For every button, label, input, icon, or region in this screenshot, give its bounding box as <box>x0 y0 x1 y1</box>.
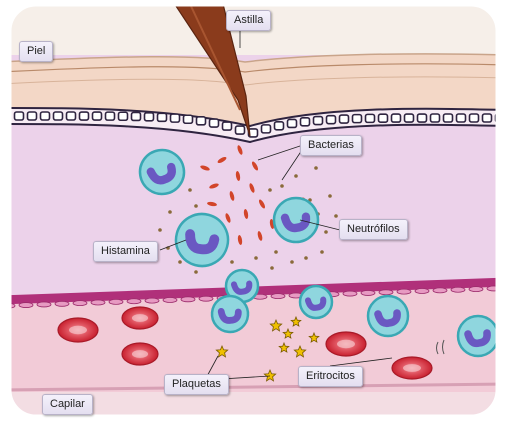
wall-cell <box>361 290 375 295</box>
wall-cell <box>181 297 195 302</box>
neutrophil <box>300 286 332 318</box>
wall-cell <box>379 290 393 295</box>
erythrocyte <box>58 318 98 342</box>
histamine-granule <box>334 214 338 218</box>
label-capilar: Capilar <box>42 394 93 415</box>
epidermis-cell <box>470 114 479 122</box>
epidermis-cell <box>210 119 219 127</box>
histamine-granule <box>274 250 278 254</box>
wall-cell <box>343 291 357 296</box>
epidermis-cell <box>314 117 323 125</box>
epidermis-cell <box>340 115 349 123</box>
histamine-granule <box>168 210 172 214</box>
epidermis-cell <box>54 112 63 120</box>
histamine-granule <box>194 204 198 208</box>
wall-cell <box>271 294 285 299</box>
label-bacterias: Bacterias <box>300 135 362 156</box>
histamine-granule <box>280 184 284 188</box>
erythrocyte <box>122 307 158 329</box>
histamine-granule <box>304 256 308 260</box>
wall-cell <box>469 287 483 292</box>
epidermis-cell <box>366 114 375 122</box>
wall-cell <box>127 299 141 304</box>
epidermis-cell <box>223 122 232 130</box>
label-neutrofilos: Neutrófilos <box>339 219 408 240</box>
histamine-granule <box>320 250 324 254</box>
epidermis-cell <box>275 122 284 130</box>
histamine-granule <box>328 194 332 198</box>
epidermis-cell <box>236 126 245 134</box>
epidermis-cell <box>262 125 271 133</box>
label-piel: Piel <box>19 41 53 62</box>
epidermis-cell <box>327 116 336 124</box>
epidermis-cell <box>197 117 206 125</box>
wall-cell <box>163 297 177 302</box>
epidermis-cell <box>171 114 180 122</box>
epidermis-cell <box>132 112 141 120</box>
neutrophil <box>274 198 318 242</box>
wall-cell <box>199 296 213 301</box>
epidermis-cell <box>288 119 297 127</box>
wall-cell <box>109 299 123 304</box>
epidermis-cell <box>145 113 154 121</box>
wall-cell <box>91 300 105 305</box>
histamine-granule <box>270 266 274 270</box>
epidermis-cell <box>431 114 440 122</box>
wall-cell <box>397 289 411 294</box>
epidermis-cell <box>119 112 128 120</box>
wall-cell <box>37 302 51 307</box>
histamine-granule <box>268 188 272 192</box>
wall-cell <box>55 301 69 306</box>
wall-cell <box>145 298 159 303</box>
label-histamina: Histamina <box>93 241 158 262</box>
epidermis-cell <box>93 112 102 120</box>
epidermis-cell <box>392 114 401 122</box>
neutrophil <box>458 316 498 356</box>
histamine-granule <box>194 270 198 274</box>
epidermis-cell <box>158 113 167 121</box>
epidermis-cell <box>353 115 362 123</box>
label-eritrocitos: Eritrocitos <box>298 366 363 387</box>
erythrocyte <box>326 332 366 356</box>
epidermis-cell <box>28 112 37 120</box>
epidermis-cell <box>67 112 76 120</box>
wall-cell <box>1 303 15 308</box>
epidermis-cell <box>483 114 492 122</box>
wall-cell <box>451 287 465 292</box>
wall-cell <box>415 289 429 294</box>
wall-cell <box>433 288 447 293</box>
histamine-granule <box>290 260 294 264</box>
wall-cell <box>73 301 87 306</box>
epidermis-cell <box>301 118 310 126</box>
epidermis-cell <box>41 112 50 120</box>
epidermis-cell <box>80 112 89 120</box>
label-plaquetas: Plaquetas <box>164 374 229 395</box>
histamine-granule <box>254 256 258 260</box>
neutrophil <box>368 296 408 336</box>
erythrocyte <box>392 357 432 379</box>
histamine-granule <box>324 230 328 234</box>
epidermis-cell <box>457 114 466 122</box>
wall-cell <box>487 286 501 291</box>
histamine-granule <box>314 166 318 170</box>
epidermis-cell <box>106 112 115 120</box>
epidermis-cell <box>444 114 453 122</box>
wall-cell <box>19 303 33 308</box>
erythrocyte <box>122 343 158 365</box>
histamine-granule <box>294 174 298 178</box>
epidermis-cell <box>379 114 388 122</box>
histamine-granule <box>158 228 162 232</box>
epidermis-cell <box>405 114 414 122</box>
label-astilla: Astilla <box>226 10 271 31</box>
epidermis-cell <box>184 115 193 123</box>
histamine-granule <box>230 260 234 264</box>
epidermis-cell <box>418 114 427 122</box>
histamine-granule <box>188 188 192 192</box>
histamine-granule <box>178 260 182 264</box>
epidermis-cell <box>15 112 24 120</box>
